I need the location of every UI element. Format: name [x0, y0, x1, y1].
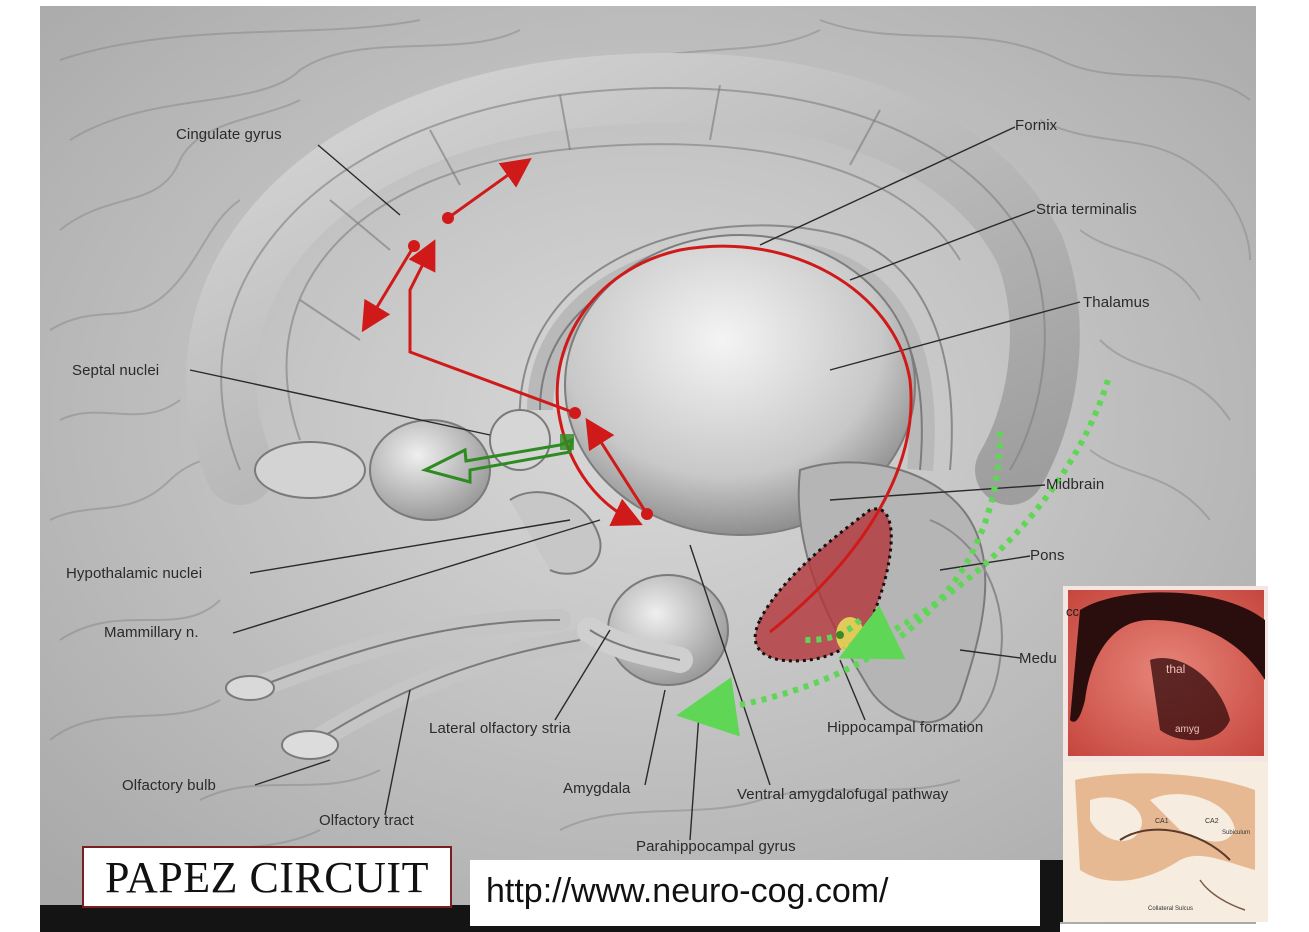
label-fornix: Fornix — [1015, 117, 1057, 134]
source-url: http://www.neuro-cog.com/ — [486, 872, 889, 911]
inset-label-thal: thal — [1166, 662, 1185, 676]
inset-label-amyg: amyg — [1175, 724, 1199, 735]
label-amygdala: Amygdala — [563, 780, 631, 797]
inset-label-collateral-sulcus: Collateral Sulcus — [1148, 906, 1193, 912]
label-septal-nuclei: Septal nuclei — [72, 362, 159, 379]
inset-label-ca1: CA1 — [1155, 818, 1169, 825]
label-thalamus: Thalamus — [1083, 294, 1150, 311]
label-midbrain: Midbrain — [1046, 476, 1104, 493]
label-cingulate-gyrus: Cingulate gyrus — [176, 126, 282, 143]
url-box: http://www.neuro-cog.com/ — [470, 860, 1040, 926]
label-hypothalamic-nuclei: Hypothalamic nuclei — [66, 565, 202, 582]
label-pons: Pons — [1030, 547, 1065, 564]
label-parahippocampal-gyrus: Parahippocampal gyrus — [636, 838, 796, 855]
label-ventral-amygdalofugal-pathway: Ventral amygdalofugal pathway — [737, 786, 948, 803]
label-olfactory-bulb: Olfactory bulb — [122, 777, 216, 794]
title-box: PAPEZ CIRCUIT — [82, 846, 452, 908]
label-lateral-olfactory-stria: Lateral olfactory stria — [429, 720, 571, 737]
label-mammillary-n: Mammillary n. — [104, 624, 199, 641]
label-olfactory-tract: Olfactory tract — [319, 812, 414, 829]
histology-inset — [1063, 586, 1268, 922]
inset-label-cc: cc — [1066, 604, 1079, 619]
label-hippocampal-formation: Hippocampal formation — [827, 719, 983, 736]
inset-label-subiculum: Subiculum — [1222, 830, 1250, 836]
figure-title: PAPEZ CIRCUIT — [105, 852, 429, 903]
inset-label-ca2: CA2 — [1205, 818, 1219, 825]
label-stria-terminalis: Stria terminalis — [1036, 201, 1137, 218]
label-medulla: Medu — [1019, 650, 1057, 667]
